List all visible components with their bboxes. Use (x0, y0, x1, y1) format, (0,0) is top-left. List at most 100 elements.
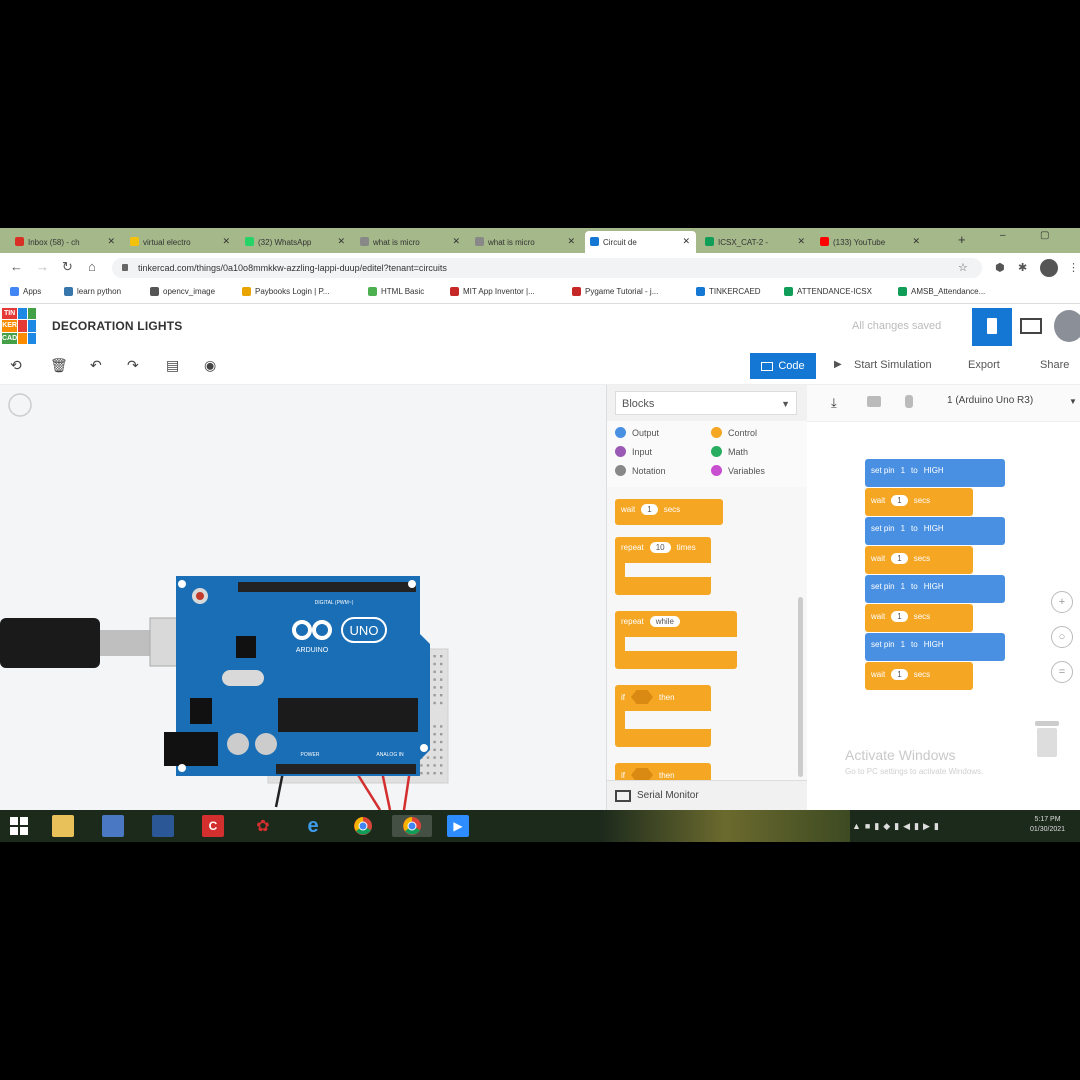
url-input[interactable]: tinkercad.com/things/0a10o8mmkkw-azzling… (112, 258, 982, 278)
debug-icon[interactable] (905, 395, 913, 408)
fit-view-icon[interactable] (8, 393, 32, 417)
pin-dropdown[interactable]: 1 (900, 582, 906, 591)
pin-dropdown[interactable]: 1 (900, 640, 906, 649)
tab-close-icon[interactable]: ✕ (567, 236, 575, 246)
computer-icon[interactable] (102, 815, 124, 837)
zoom-fit-icon[interactable]: = (1051, 661, 1073, 683)
schematic-view-button[interactable] (1020, 318, 1042, 334)
category-math[interactable]: Math (711, 446, 748, 457)
zoom-in-icon[interactable]: + (1051, 591, 1073, 613)
python-icon[interactable] (152, 815, 174, 837)
browser-tab[interactable]: ICSX_CAT-2 -✕ (700, 231, 811, 253)
zoom-app-icon[interactable]: ▶ (447, 815, 469, 837)
tab-close-icon[interactable]: ✕ (222, 236, 230, 246)
raspberry-icon[interactable]: ✿ (256, 818, 270, 835)
board-selector[interactable]: 1 (Arduino Uno R3) (947, 395, 1034, 406)
delete-icon[interactable]: 🗑 (50, 357, 68, 373)
reload-icon[interactable]: ↻ (62, 259, 73, 274)
block-value-input[interactable]: while (649, 616, 680, 627)
category-input[interactable]: Input (615, 446, 652, 457)
level-dropdown[interactable]: HIGH (923, 524, 944, 533)
browser-tab[interactable]: Inbox (58) - ch✕ (10, 231, 121, 253)
bookmark-item[interactable]: learn python (64, 287, 121, 296)
browser-tab[interactable]: (32) WhatsApp✕ (240, 231, 351, 253)
bookmark-item[interactable]: TINKERCAED (696, 287, 761, 296)
wait-value-input[interactable]: 1 (891, 495, 908, 506)
chrome-icon[interactable] (352, 815, 374, 837)
browser-tab[interactable]: (133) YouTube✕ (815, 231, 926, 253)
windows-start-icon[interactable] (8, 815, 30, 837)
rotate-icon[interactable]: ⟲ (10, 357, 22, 373)
arduino-uno-board[interactable]: UNO ARDUINO DIGITAL (PWM~) POWER ANALOG … (0, 570, 440, 782)
tab-close-icon[interactable]: ✕ (107, 236, 115, 246)
browser-tab[interactable]: what is micro✕ (470, 231, 581, 253)
wait-value-input[interactable]: 1 (891, 553, 908, 564)
block-value-input[interactable]: 10 (649, 542, 671, 553)
condition-slot[interactable] (631, 768, 653, 782)
level-dropdown[interactable]: HIGH (923, 466, 944, 475)
upload-icon[interactable] (867, 396, 881, 407)
puzzle-icon[interactable]: ✱ (1018, 262, 1028, 274)
browser-tab[interactable]: virtual electro✕ (125, 231, 236, 253)
ccleaner-icon[interactable]: C (202, 815, 224, 837)
home-icon[interactable]: ⌂ (88, 259, 96, 274)
wait-unit-dropdown[interactable]: secs (913, 554, 931, 563)
star-icon[interactable]: ☆ (958, 262, 968, 274)
bookmark-item[interactable]: Pygame Tutorial - j... (572, 287, 658, 296)
back-icon[interactable]: ← (10, 259, 23, 274)
new-tab-icon[interactable]: + (958, 232, 966, 247)
extension-icon[interactable]: ⬢ (995, 262, 1005, 274)
code-mode-dropdown[interactable]: Blocks ▼ (615, 391, 797, 415)
forward-icon[interactable]: → (36, 259, 49, 274)
code-button[interactable]: Code (750, 353, 816, 379)
visibility-icon[interactable]: ◉ (204, 357, 217, 373)
project-title[interactable]: DECORATION LIGHTS (52, 319, 183, 333)
category-output[interactable]: Output (615, 427, 659, 438)
zoom-reset-icon[interactable]: ○ (1051, 626, 1073, 648)
tab-close-icon[interactable]: ✕ (797, 236, 805, 246)
category-control[interactable]: Control (711, 427, 757, 438)
pin-dropdown[interactable]: 1 (900, 466, 906, 475)
category-variables[interactable]: Variables (711, 465, 765, 476)
wait-unit-dropdown[interactable]: secs (913, 670, 931, 679)
chrome-active-icon[interactable] (392, 815, 432, 837)
level-dropdown[interactable]: HIGH (923, 640, 944, 649)
system-tray-icons[interactable]: ▲■▮◆▮◀▮▶▮ (852, 821, 943, 831)
bookmark-item[interactable]: ATTENDANCE-ICSX (784, 287, 872, 296)
share-button[interactable]: Share (1040, 359, 1070, 371)
browser-tab[interactable]: what is micro✕ (355, 231, 466, 253)
wait-unit-dropdown[interactable]: secs (913, 612, 931, 621)
wait-value-input[interactable]: 1 (891, 669, 908, 680)
internet-explorer-icon[interactable]: e (307, 814, 319, 837)
trash-icon[interactable] (1033, 719, 1061, 759)
notes-icon[interactable]: ▤ (166, 357, 180, 373)
browser-tab[interactable]: Circuit de✕ (585, 231, 696, 253)
level-dropdown[interactable]: HIGH (923, 582, 944, 591)
bookmark-item[interactable]: MIT App Inventor |... (450, 287, 535, 296)
bookmark-item[interactable]: Apps (10, 287, 41, 296)
wait-value-input[interactable]: 1 (891, 611, 908, 622)
start-simulation-button[interactable]: Start Simulation (854, 359, 932, 371)
tab-close-icon[interactable]: ✕ (337, 236, 345, 246)
menu-icon[interactable]: ⋮ (1068, 262, 1079, 274)
category-notation[interactable]: Notation (615, 465, 666, 476)
block-value-input[interactable]: 1 (641, 504, 658, 515)
serial-monitor-button[interactable]: Serial Monitor (607, 780, 807, 811)
export-button[interactable]: Export (968, 359, 1000, 371)
download-icon[interactable]: ⤓ (831, 395, 837, 410)
board-chevron-icon[interactable]: ▼ (1069, 397, 1077, 406)
bookmark-item[interactable]: opencv_image (150, 287, 215, 296)
bookmark-item[interactable]: HTML Basic (368, 287, 424, 296)
profile-avatar[interactable] (1040, 259, 1058, 277)
